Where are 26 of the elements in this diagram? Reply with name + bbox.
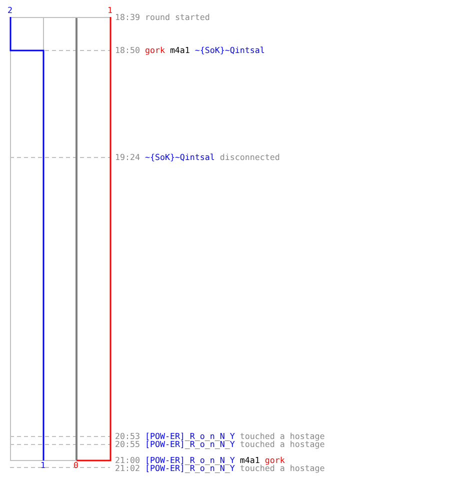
timestamp: 21:00 <box>115 456 140 464</box>
player-name: [POW-ER]_R_o_n_N_Y <box>144 456 235 464</box>
event-text: round started <box>144 13 210 21</box>
player-name: gork <box>144 46 165 54</box>
event-text: touched a hostage <box>240 440 325 448</box>
player-name: [POW-ER]_R_o_n_N_Y <box>144 464 235 472</box>
player-name: gork <box>264 456 285 464</box>
score-label: 1 <box>40 461 46 469</box>
timestamp: 19:24 <box>115 153 140 161</box>
player-name: ~{SoK}~Qintsal <box>144 153 215 161</box>
player-name: [POW-ER]_R_o_n_N_Y <box>144 440 235 448</box>
weapon-name: m4a1 <box>240 456 260 464</box>
timestamp: 20:55 <box>115 440 140 448</box>
player-name: ~{SoK}~Qintsal <box>194 46 265 54</box>
weapon-name: m4a1 <box>170 46 190 54</box>
event-text: touched a hostage <box>240 464 325 472</box>
score-label: 1 <box>108 6 112 14</box>
event-text: touched a hostage <box>240 432 325 440</box>
timestamp: 18:39 <box>115 13 140 21</box>
score-label: 0 <box>74 461 78 469</box>
score-label: 2 <box>8 6 12 14</box>
timestamp: 18:50 <box>115 46 140 54</box>
event-text: disconnected <box>220 153 280 161</box>
timestamp: 21:02 <box>115 464 140 472</box>
timestamp: 20:53 <box>115 432 140 440</box>
player-name: [POW-ER]_R_o_n_N_Y <box>144 432 235 440</box>
